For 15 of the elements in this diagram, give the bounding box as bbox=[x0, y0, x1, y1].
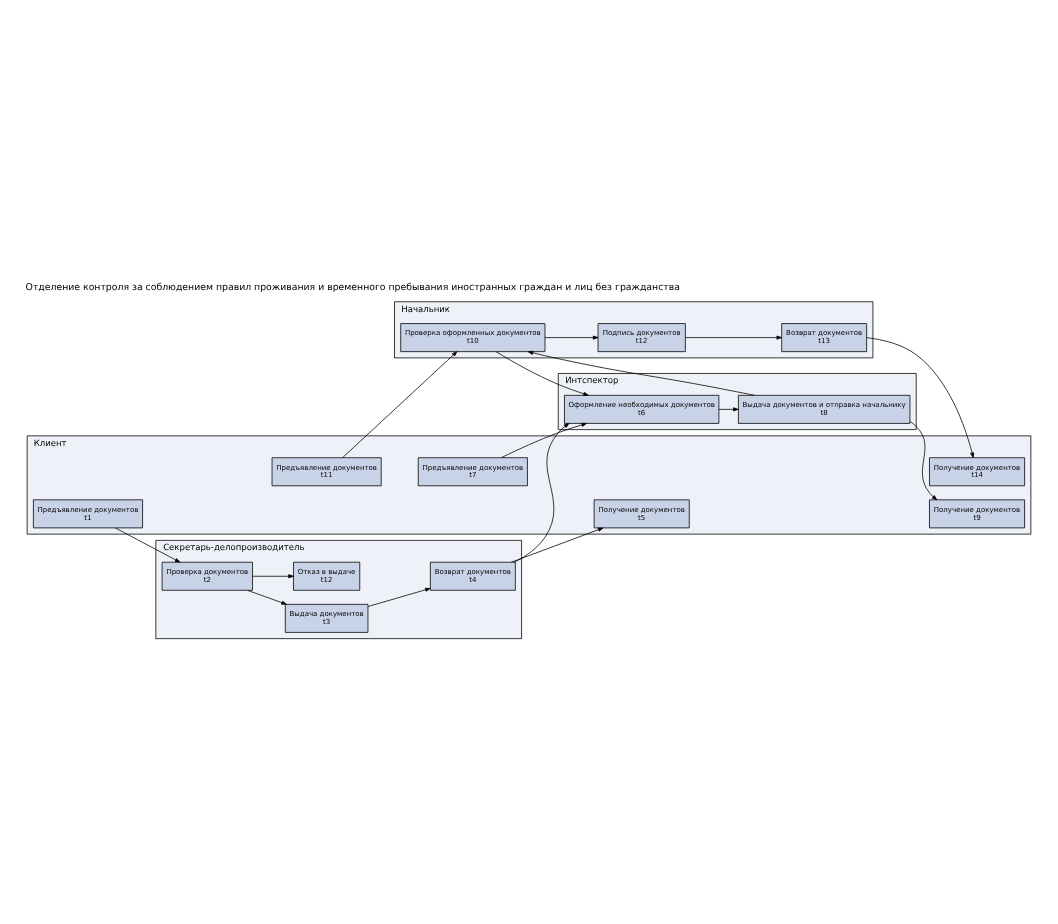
arrow bbox=[367, 587, 431, 607]
arrow bbox=[718, 407, 739, 412]
arrow bbox=[909, 421, 938, 501]
arrow bbox=[115, 527, 181, 563]
arrow bbox=[685, 335, 782, 340]
arrow bbox=[514, 423, 570, 563]
arrow bbox=[247, 590, 287, 605]
arrow bbox=[511, 527, 604, 563]
arrow bbox=[866, 337, 975, 458]
arrow bbox=[544, 335, 599, 340]
arrow bbox=[342, 351, 458, 459]
arrow bbox=[527, 350, 755, 396]
arrow bbox=[501, 422, 587, 458]
arrow bbox=[252, 574, 294, 579]
arrow bbox=[495, 351, 589, 396]
